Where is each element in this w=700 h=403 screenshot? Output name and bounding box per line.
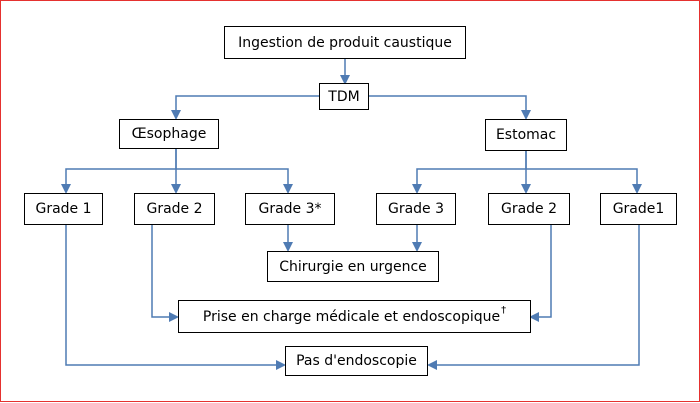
edge-oesophage-grade1	[61, 148, 177, 194]
node-estomac-label: Estomac	[495, 127, 557, 143]
node-pas-endoscopie: Pas d'endoscopie	[285, 346, 428, 376]
node-est-grade1: Grade1	[600, 193, 677, 225]
edge-est-grade2-prise	[529, 224, 552, 322]
edge-tdm-estomac	[369, 95, 531, 120]
node-ingestion-label: Ingestion de produit caustique	[238, 34, 452, 51]
node-prise-en-charge: Prise en charge médicale et endoscopique…	[178, 300, 531, 333]
node-oeso-grade3-label: Grade 3*	[258, 201, 322, 217]
node-est-grade1-label: Grade1	[612, 201, 665, 217]
node-oeso-grade3: Grade 3*	[245, 193, 335, 225]
node-tdm: TDM	[319, 83, 369, 110]
edge-estomac-grade1	[526, 168, 642, 194]
edge-oeso-grade1-pas	[65, 224, 286, 370]
node-oeso-grade2-label: Grade 2	[146, 201, 203, 217]
edge-tdm-oesophage	[171, 95, 319, 120]
node-prise-en-charge-label: Prise en charge médicale et endoscopique	[202, 308, 501, 325]
node-oeso-grade1: Grade 1	[24, 193, 103, 225]
node-chirurgie-label: Chirurgie en urgence	[279, 258, 427, 275]
node-oeso-grade1-label: Grade 1	[35, 201, 92, 217]
node-estomac: Estomac	[485, 119, 567, 151]
node-est-grade3-label: Grade 3	[387, 201, 445, 217]
node-est-grade2-label: Grade 2	[500, 201, 558, 217]
node-oesophage: Œsophage	[119, 119, 219, 149]
node-est-grade2: Grade 2	[488, 193, 570, 225]
node-oesophage-label: Œsophage	[131, 126, 207, 142]
edge-est-grade1-pas	[427, 224, 640, 370]
node-chirurgie: Chirurgie en urgence	[267, 251, 439, 282]
edge-oesophage-grade3	[176, 168, 293, 194]
node-ingestion: Ingestion de produit caustique	[224, 26, 466, 59]
edge-oeso-grade2-prise	[151, 224, 179, 322]
node-pas-endoscopie-label: Pas d'endoscopie	[296, 353, 417, 369]
node-oeso-grade2: Grade 2	[134, 193, 215, 225]
node-est-grade3: Grade 3	[376, 193, 456, 225]
node-tdm-label: TDM	[328, 88, 360, 105]
edge-estomac-grade3	[412, 150, 527, 194]
